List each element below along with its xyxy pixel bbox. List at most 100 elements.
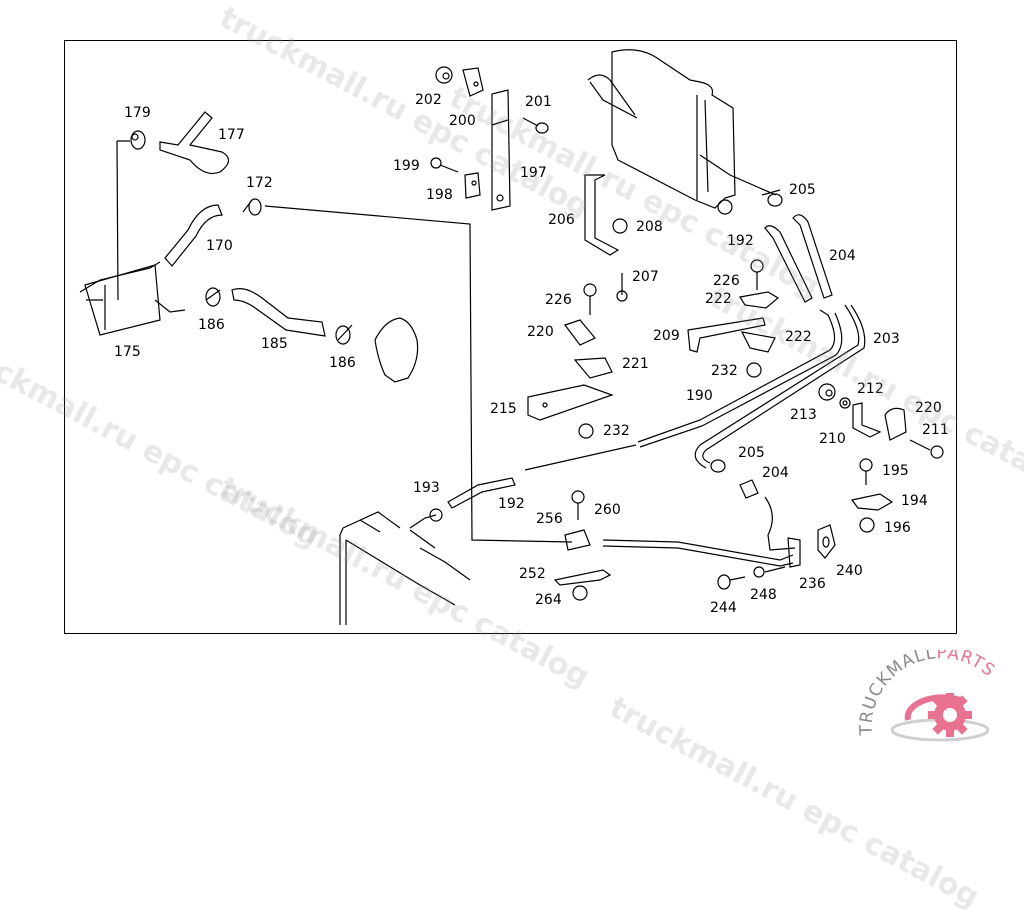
part-172-clamp[interactable] — [242, 198, 573, 543]
callout-204[interactable]: 204 — [829, 248, 856, 264]
callout-190[interactable]: 190 — [686, 388, 713, 404]
part-199-bolt[interactable] — [430, 157, 459, 173]
callout-220[interactable]: 220 — [915, 400, 942, 416]
callout-209[interactable]: 209 — [653, 328, 680, 344]
part-240-gasket[interactable] — [817, 524, 836, 559]
part-244-bolt[interactable] — [717, 574, 746, 590]
callout-170[interactable]: 170 — [206, 238, 233, 254]
thermostat-housing[interactable] — [374, 317, 419, 383]
part-248-washer[interactable] — [753, 566, 786, 578]
callout-222[interactable]: 222 — [785, 329, 812, 345]
callout-197[interactable]: 197 — [520, 165, 547, 181]
part-170-hose[interactable] — [164, 204, 223, 267]
callout-185[interactable]: 185 — [261, 336, 288, 352]
part-177-hose[interactable] — [159, 111, 230, 175]
callout-186[interactable]: 186 — [329, 355, 356, 371]
part-221-clip[interactable] — [573, 357, 613, 379]
callout-212[interactable]: 212 — [857, 381, 884, 397]
callout-244[interactable]: 244 — [710, 600, 737, 616]
part-194-clip[interactable] — [850, 493, 894, 511]
part-179-clip[interactable] — [116, 130, 146, 301]
callout-205[interactable]: 205 — [738, 445, 765, 461]
part-252-bracket[interactable] — [553, 569, 612, 586]
part-211-bolt[interactable] — [909, 439, 944, 459]
callout-210[interactable]: 210 — [819, 431, 846, 447]
callout-208[interactable]: 208 — [636, 219, 663, 235]
part-196-nut[interactable] — [859, 517, 875, 533]
callout-207[interactable]: 207 — [632, 269, 659, 285]
part-192-hose-top[interactable] — [764, 225, 813, 303]
callout-232[interactable]: 232 — [603, 423, 630, 439]
callout-248[interactable]: 248 — [750, 587, 777, 603]
part-202-nut[interactable] — [435, 66, 453, 84]
callout-221[interactable]: 221 — [622, 356, 649, 372]
radiator[interactable] — [339, 511, 471, 625]
callout-260[interactable]: 260 — [594, 502, 621, 518]
callout-175[interactable]: 175 — [114, 344, 141, 360]
callout-252[interactable]: 252 — [519, 566, 546, 582]
part-200-bracket[interactable] — [462, 67, 484, 97]
part-260-bolt[interactable] — [571, 490, 585, 520]
part-220-clip-left[interactable] — [564, 319, 596, 346]
callout-201[interactable]: 201 — [525, 94, 552, 110]
callout-240[interactable]: 240 — [836, 563, 863, 579]
part-220-clip-right[interactable] — [884, 407, 907, 441]
part-256-clip[interactable] — [564, 529, 591, 551]
part-192-hose-low[interactable] — [447, 477, 516, 509]
expansion-tank[interactable] — [587, 49, 777, 215]
part-205-clamp-top[interactable] — [761, 189, 783, 207]
callout-192[interactable]: 192 — [727, 233, 754, 249]
part-226-bolt-left[interactable] — [583, 283, 597, 315]
callout-222[interactable]: 222 — [705, 291, 732, 307]
callout-202[interactable]: 202 — [415, 92, 442, 108]
callout-226[interactable]: 226 — [545, 292, 572, 308]
callout-213[interactable]: 213 — [790, 407, 817, 423]
callout-264[interactable]: 264 — [535, 592, 562, 608]
part-201-bolt[interactable] — [522, 117, 549, 134]
part-190-pipe[interactable] — [637, 309, 843, 448]
callout-204[interactable]: 204 — [762, 465, 789, 481]
part-185-hose[interactable] — [231, 288, 326, 337]
part-205-clamp-low[interactable] — [710, 459, 726, 473]
part-206-bracket[interactable] — [584, 174, 620, 256]
callout-193[interactable]: 193 — [413, 480, 440, 496]
callout-203[interactable]: 203 — [873, 331, 900, 347]
callout-186[interactable]: 186 — [198, 317, 225, 333]
callout-205[interactable]: 205 — [789, 182, 816, 198]
callout-215[interactable]: 215 — [490, 401, 517, 417]
callout-211[interactable]: 211 — [922, 422, 949, 438]
part-215-plate[interactable] — [527, 384, 614, 421]
part-197-strap[interactable] — [491, 89, 511, 211]
callout-206[interactable]: 206 — [548, 212, 575, 228]
callout-226[interactable]: 226 — [713, 273, 740, 289]
callout-196[interactable]: 196 — [884, 520, 911, 536]
callout-200[interactable]: 200 — [449, 113, 476, 129]
part-204-hose-low[interactable] — [739, 479, 759, 499]
part-186-clamp-right[interactable] — [335, 324, 353, 345]
part-213-nut[interactable] — [818, 383, 836, 401]
callout-177[interactable]: 177 — [218, 127, 245, 143]
callout-220[interactable]: 220 — [527, 324, 554, 340]
part-264-nut[interactable] — [572, 585, 588, 601]
part-222-clip-top[interactable] — [739, 291, 780, 309]
callout-236[interactable]: 236 — [799, 576, 826, 592]
callout-256[interactable]: 256 — [536, 511, 563, 527]
callout-172[interactable]: 172 — [246, 175, 273, 191]
part-208-nut[interactable] — [612, 218, 628, 234]
part-232-nut-low[interactable] — [578, 423, 594, 439]
part-195-bolt[interactable] — [859, 458, 873, 485]
part-186-clamp-left[interactable] — [205, 287, 221, 307]
part-222-clip-mid[interactable] — [740, 331, 776, 353]
callout-199[interactable]: 199 — [393, 158, 420, 174]
part-210-bracket[interactable] — [852, 402, 882, 438]
truckmall-parts-logo[interactable]: TRUCKMALLPARTS — [850, 643, 1024, 750]
callout-194[interactable]: 194 — [901, 493, 928, 509]
part-204-hose-top[interactable] — [792, 214, 833, 299]
part-236-pipe[interactable] — [602, 496, 801, 568]
part-212-washer[interactable] — [839, 397, 851, 409]
callout-232[interactable]: 232 — [711, 363, 738, 379]
part-226-bolt-right[interactable] — [750, 259, 764, 290]
part-232-nut-mid[interactable] — [746, 362, 762, 378]
part-175-heater-core[interactable] — [79, 261, 186, 336]
part-193-clamp[interactable] — [429, 508, 443, 522]
